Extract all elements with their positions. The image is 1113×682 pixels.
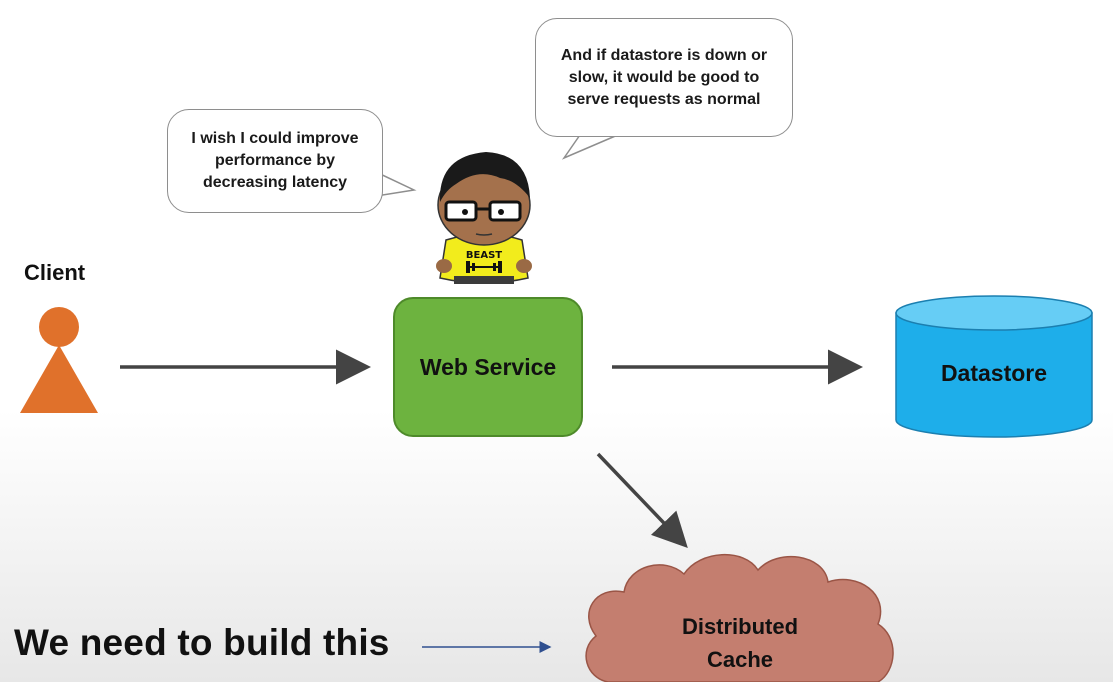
left-bubble-text: I wish I could improve performance by de… bbox=[191, 130, 359, 191]
cache-cloud-icon bbox=[585, 554, 894, 682]
left-speech-bubble: I wish I could improve performance by de… bbox=[167, 109, 383, 213]
right-bubble-text: And if datastore is down or slow, it wou… bbox=[560, 46, 768, 108]
cache-label: Distributed Cache bbox=[620, 610, 860, 676]
cache-label-line1: Distributed bbox=[681, 614, 799, 639]
web-service-label: Web Service bbox=[419, 353, 557, 380]
web-service-box: Web Service bbox=[393, 297, 583, 437]
datastore-label: Datastore bbox=[940, 360, 1048, 386]
datastore-cylinder-icon bbox=[895, 295, 1093, 438]
dumbbell-icon bbox=[466, 261, 502, 273]
headline-text: We need to build this bbox=[14, 622, 390, 663]
right-speech-bubble: And if datastore is down or slow, it wou… bbox=[535, 18, 793, 137]
arrow-webservice-to-cache bbox=[596, 452, 688, 549]
client-label: Client bbox=[24, 260, 86, 285]
character-shirt-text: BEAST bbox=[466, 250, 502, 261]
client-icon bbox=[20, 307, 98, 413]
cache-label-line2: Cache bbox=[706, 647, 774, 672]
character-illustration: BEAST bbox=[436, 152, 532, 284]
